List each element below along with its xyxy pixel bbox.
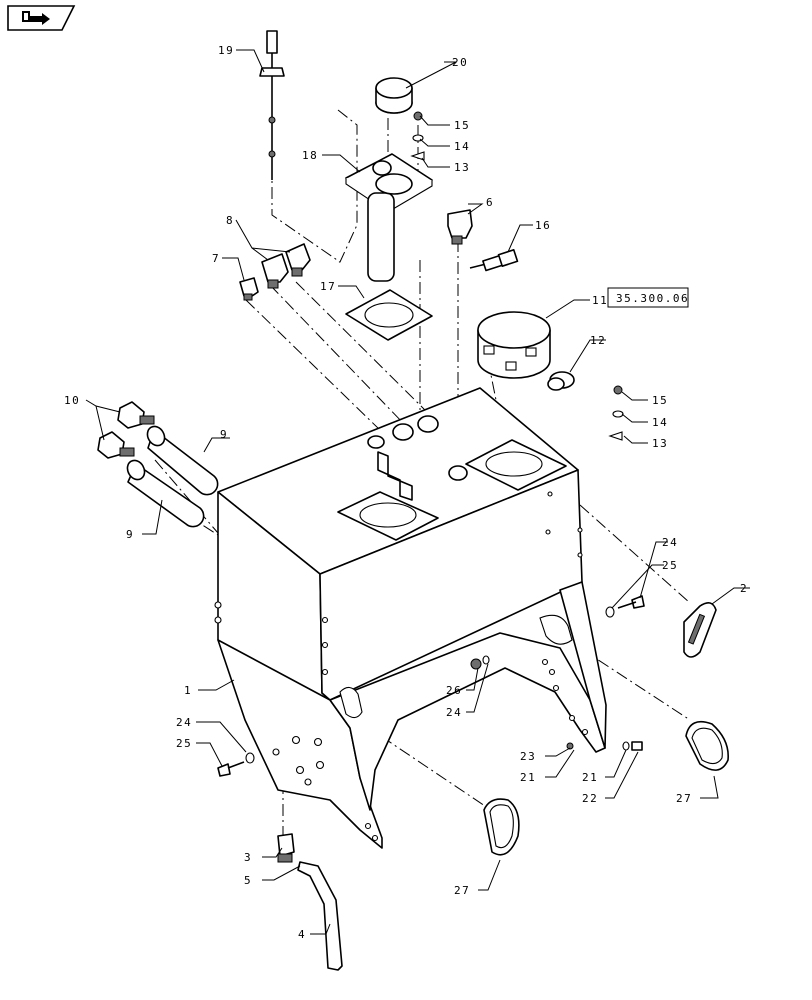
callout-5[interactable]: 5: [244, 874, 252, 887]
gasket[interactable]: [345, 289, 433, 341]
callout-2[interactable]: 2: [740, 582, 748, 595]
callout-25[interactable]: 25: [662, 559, 678, 572]
filler-cap[interactable]: [375, 77, 413, 114]
return-filter-head[interactable]: [477, 311, 551, 379]
callout-8[interactable]: 8: [226, 214, 234, 227]
reference-page-label: 35.300.06: [616, 292, 689, 305]
callout-24[interactable]: 24: [446, 706, 462, 719]
access-cover-gasket-right[interactable]: [685, 720, 729, 771]
callout-24[interactable]: 24: [662, 536, 678, 549]
level-sensor[interactable]: [469, 249, 519, 272]
dipstick[interactable]: [259, 30, 285, 180]
callout-10[interactable]: 10: [64, 394, 80, 407]
callout-14[interactable]: 14: [454, 140, 470, 153]
callout-25[interactable]: 25: [176, 737, 192, 750]
callout-7[interactable]: 7: [212, 252, 220, 265]
callout-24[interactable]: 24: [176, 716, 192, 729]
callout-9[interactable]: 9: [126, 528, 134, 541]
suction-strainers[interactable]: [97, 401, 219, 528]
drain-valve-hose[interactable]: [277, 833, 343, 971]
callout-15[interactable]: 15: [652, 394, 668, 407]
callout-3[interactable]: 3: [244, 851, 252, 864]
access-cover-gasket-bottom[interactable]: [483, 798, 520, 856]
callout-19[interactable]: 19: [218, 44, 234, 57]
callout-14[interactable]: 14: [652, 416, 668, 429]
callout-6[interactable]: 6: [486, 196, 494, 209]
callout-4[interactable]: 4: [298, 928, 306, 941]
callout-17[interactable]: 17: [320, 280, 336, 293]
callouts: 19 20 15 14 13 18 6 16 8 7 17 11 35.300.…: [64, 44, 748, 941]
callout-21[interactable]: 21: [582, 771, 598, 784]
hydraulic-tank-frame[interactable]: [214, 387, 607, 849]
bolts-washers[interactable]: [217, 595, 645, 777]
callout-23[interactable]: 23: [520, 750, 536, 763]
reference-page-box[interactable]: 35.300.06: [607, 287, 689, 308]
callout-26[interactable]: 26: [446, 684, 462, 697]
callout-12[interactable]: 12: [590, 334, 606, 347]
return-arrow-icon[interactable]: [6, 4, 76, 32]
filler-breather-assembly[interactable]: [345, 153, 433, 282]
callout-27[interactable]: 27: [454, 884, 470, 897]
callout-15[interactable]: 15: [454, 119, 470, 132]
callout-11[interactable]: 11: [592, 294, 608, 307]
callout-9[interactable]: 9: [220, 428, 228, 441]
sight-glass-cover[interactable]: [683, 602, 717, 658]
callout-16[interactable]: 16: [535, 219, 551, 232]
callout-1[interactable]: 1: [184, 684, 192, 697]
callout-13[interactable]: 13: [454, 161, 470, 174]
callout-13[interactable]: 13: [652, 437, 668, 450]
callout-20[interactable]: 20: [452, 56, 468, 69]
callout-18[interactable]: 18: [302, 149, 318, 162]
callout-22[interactable]: 22: [582, 792, 598, 805]
fittings[interactable]: [239, 111, 624, 441]
callout-21[interactable]: 21: [520, 771, 536, 784]
leader-lines: [85, 49, 750, 935]
hose-fitting-12[interactable]: [547, 371, 575, 391]
callout-27[interactable]: 27: [676, 792, 692, 805]
